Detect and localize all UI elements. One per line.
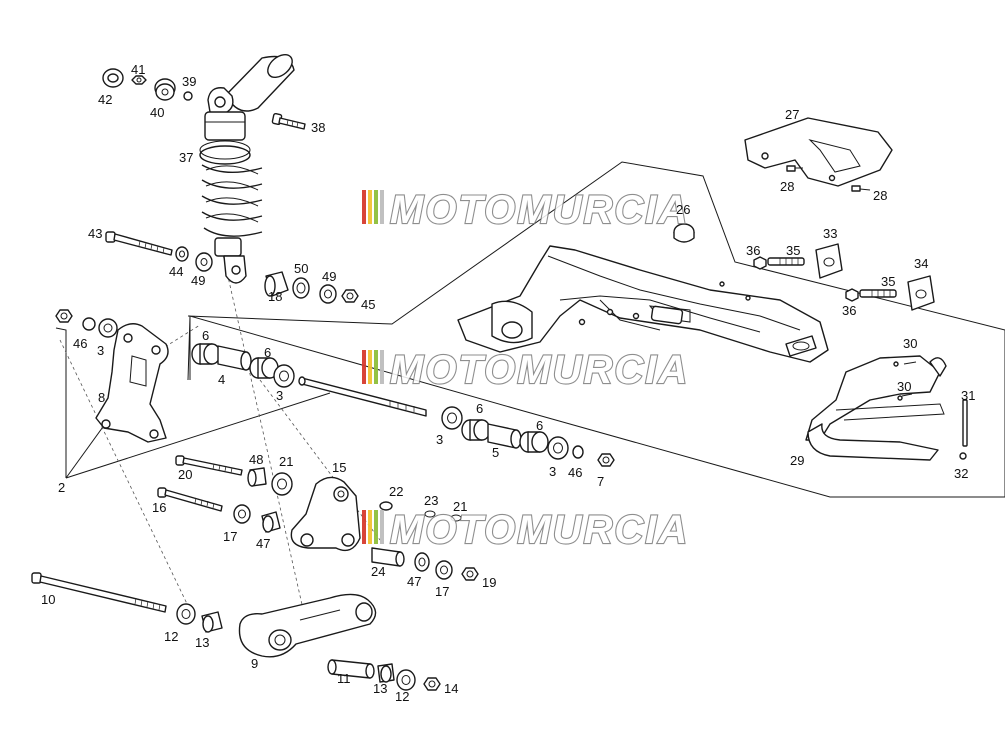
- left-bracket-hardware: [55, 309, 118, 338]
- rocker-link-hardware: [157, 455, 479, 581]
- callout-7: 7: [597, 474, 604, 489]
- watermark-middle: MOTOMURCIA: [362, 347, 689, 393]
- swingarm: [457, 245, 829, 363]
- callout-36: 36: [842, 303, 856, 318]
- callout-3: 3: [549, 464, 556, 479]
- long-bolt-10: [31, 572, 223, 633]
- callout-12: 12: [395, 689, 409, 704]
- watermark-top: MOTOMURCIA: [362, 187, 689, 233]
- watermark-stripe-yellow: [368, 190, 372, 224]
- callout-12: 12: [164, 629, 178, 644]
- callout-3: 3: [276, 388, 283, 403]
- callout-44: 44: [169, 264, 183, 279]
- callout-15: 15: [332, 460, 346, 475]
- callout-38: 38: [311, 120, 325, 135]
- callout-9: 9: [251, 656, 258, 671]
- chain-adjuster-parts: [753, 243, 935, 311]
- callout-17: 17: [435, 584, 449, 599]
- callout-41: 41: [131, 62, 145, 77]
- chain-guard: [744, 117, 893, 192]
- callout-26: 26: [676, 202, 690, 217]
- callout-49: 49: [191, 273, 205, 288]
- callout-30: 30: [897, 379, 911, 394]
- watermark-text: MOTOMURCIA: [390, 348, 689, 392]
- callout-34: 34: [914, 256, 928, 271]
- callout-30: 30: [903, 336, 917, 351]
- callout-47: 47: [256, 536, 270, 551]
- callout-28: 28: [873, 188, 887, 203]
- callout-20: 20: [178, 467, 192, 482]
- bolt-43: [105, 231, 213, 272]
- callout-29: 29: [790, 453, 804, 468]
- callout-28: 28: [780, 179, 794, 194]
- callout-11: 11: [337, 671, 351, 686]
- callout-19: 19: [482, 575, 496, 590]
- link-arm-hardware: [327, 659, 441, 691]
- callout-49: 49: [322, 269, 336, 284]
- shock-spring: [201, 164, 263, 237]
- shock-lower-hardware: [264, 271, 359, 304]
- callout-22: 22: [389, 484, 403, 499]
- callout-39: 39: [182, 74, 196, 89]
- callout-8: 8: [98, 390, 105, 405]
- callout-18: 18: [268, 289, 282, 304]
- shock-absorber: [199, 53, 295, 284]
- callout-3: 3: [97, 343, 104, 358]
- callout-6: 6: [476, 401, 483, 416]
- callout-labels: 42 41 40 39 38 37 43 44 49 18 50 49 45 2…: [41, 62, 975, 704]
- callout-21: 21: [453, 499, 467, 514]
- callout-17: 17: [223, 529, 237, 544]
- top-mount-hardware: [102, 68, 193, 101]
- watermark-text: MOTOMURCIA: [390, 508, 689, 552]
- callout-42: 42: [98, 92, 112, 107]
- callout-6: 6: [536, 418, 543, 433]
- callout-21: 21: [279, 454, 293, 469]
- callout-50: 50: [294, 261, 308, 276]
- plug-26: [673, 223, 695, 243]
- callout-35: 35: [881, 274, 895, 289]
- callout-32: 32: [954, 466, 968, 481]
- callout-4: 4: [218, 372, 225, 387]
- callout-47: 47: [407, 574, 421, 589]
- callout-48: 48: [249, 452, 263, 467]
- callout-16: 16: [152, 500, 166, 515]
- callout-13: 13: [195, 635, 209, 650]
- callout-6: 6: [264, 345, 271, 360]
- callout-14: 14: [444, 681, 458, 696]
- shock-link-bracket: [95, 323, 169, 443]
- bolt-38: [271, 112, 306, 130]
- callout-46: 46: [73, 336, 87, 351]
- callout-36: 36: [746, 243, 760, 258]
- watermark-text: MOTOMURCIA: [390, 188, 689, 232]
- callout-3: 3: [436, 432, 443, 447]
- callout-24: 24: [371, 564, 385, 579]
- rocker-link: [290, 476, 361, 552]
- callout-33: 33: [823, 226, 837, 241]
- callout-35: 35: [786, 243, 800, 258]
- callout-40: 40: [150, 105, 164, 120]
- watermark-stripe-green: [374, 190, 378, 224]
- callout-10: 10: [41, 592, 55, 607]
- watermark-bottom: MOTOMURCIA: [362, 507, 689, 553]
- callout-23: 23: [424, 493, 438, 508]
- callout-43: 43: [88, 226, 102, 241]
- callout-37: 37: [179, 150, 193, 165]
- link-arm: [238, 593, 377, 658]
- watermark-stripe-red: [362, 190, 366, 224]
- callout-45: 45: [361, 297, 375, 312]
- callout-27: 27: [785, 107, 799, 122]
- callout-31: 31: [961, 388, 975, 403]
- callout-2: 2: [58, 480, 65, 495]
- callout-46: 46: [568, 465, 582, 480]
- caliper-bracket: [805, 355, 968, 461]
- callout-5: 5: [492, 445, 499, 460]
- callout-6: 6: [202, 328, 209, 343]
- swingarm-axle-group: [191, 343, 615, 467]
- callout-13: 13: [373, 681, 387, 696]
